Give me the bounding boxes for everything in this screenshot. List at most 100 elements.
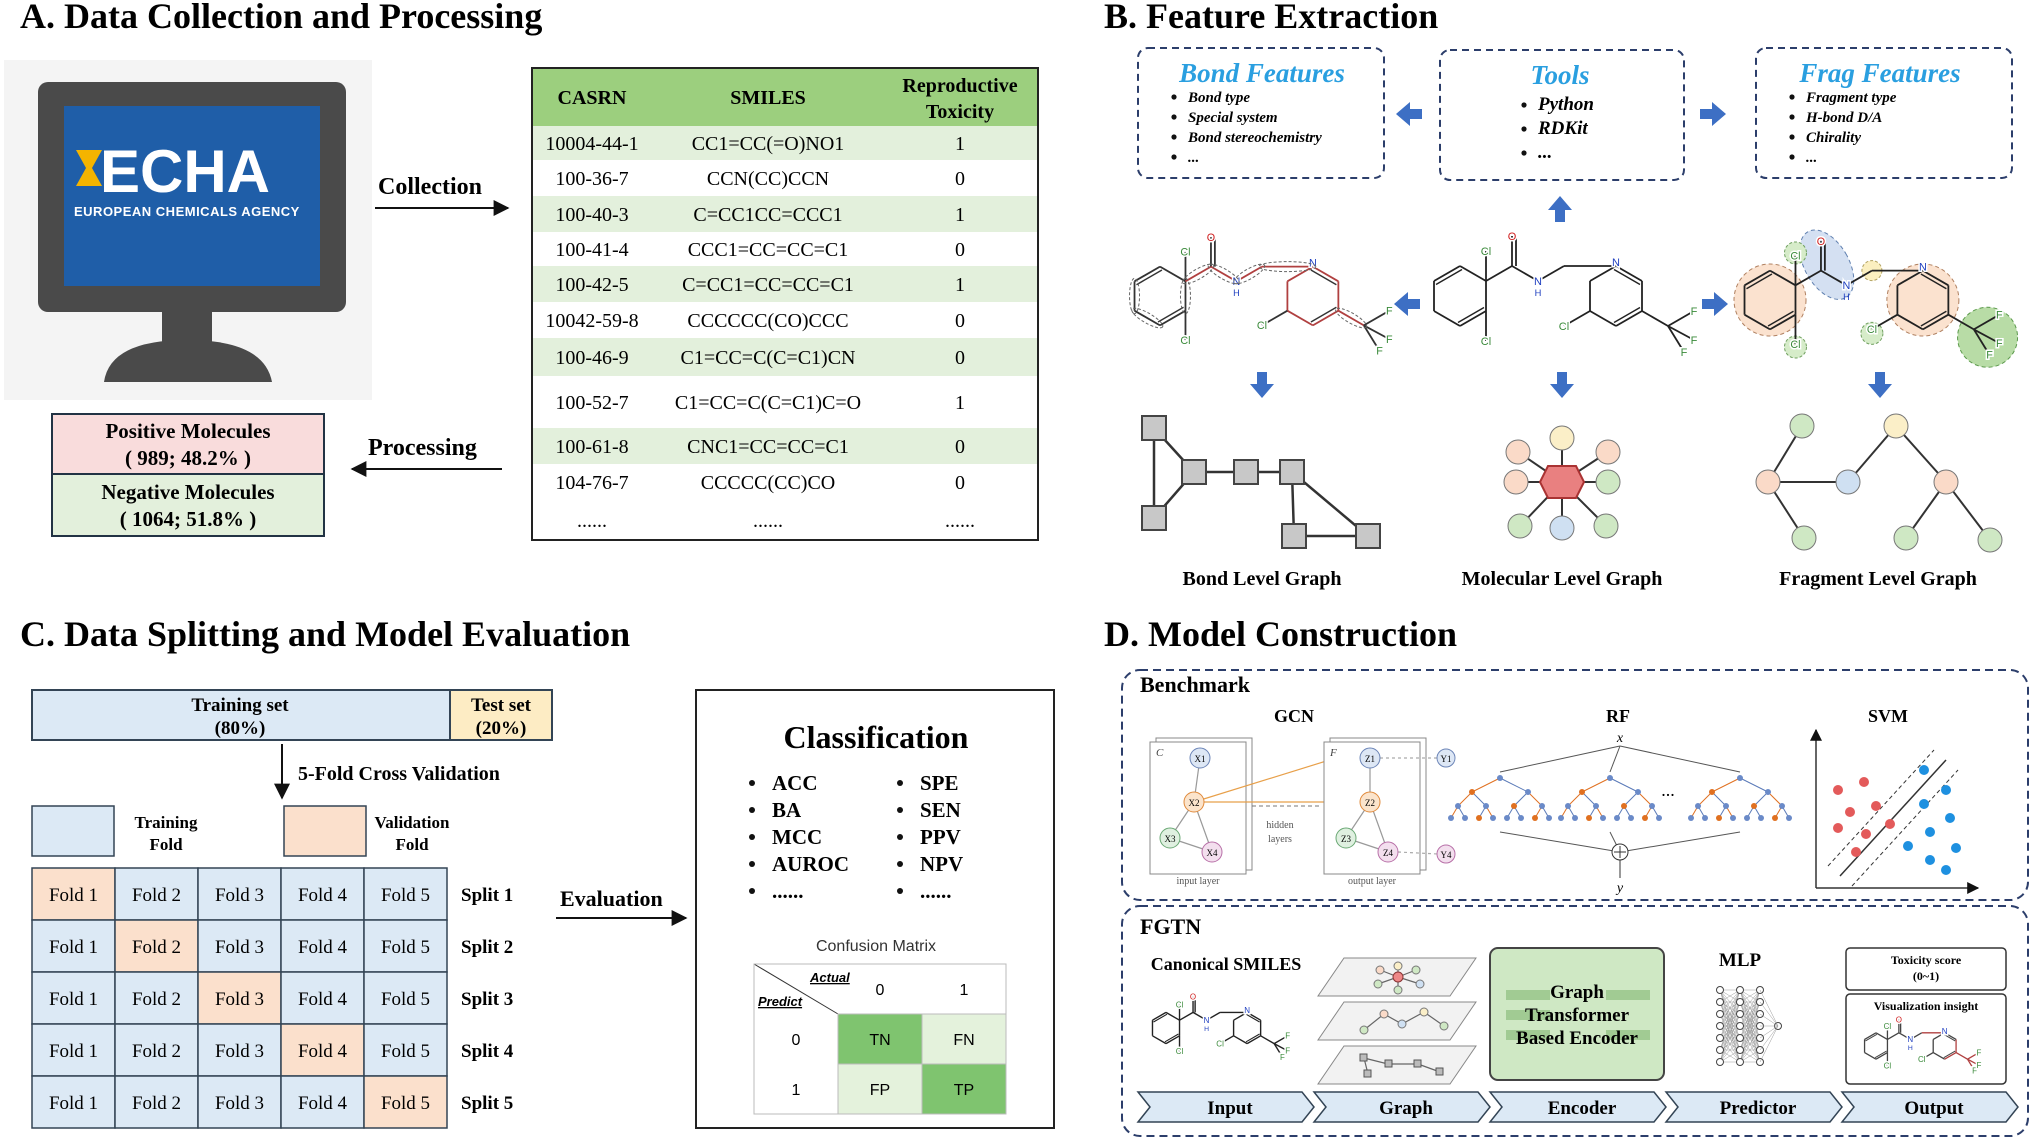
legend-validation-2: Fold [395, 835, 429, 854]
training-set-label: Training set [191, 695, 289, 716]
fold-cell: Fold 5 [381, 1093, 430, 1114]
svg-text:O: O [1817, 236, 1825, 248]
mol-graph-label: Molecular Level Graph [1462, 568, 1663, 590]
cell-toxicity: 0 [955, 436, 965, 458]
cell-toxicity: 0 [955, 310, 965, 332]
svg-text:F: F [1977, 1061, 1982, 1070]
metric-item: ...... [920, 879, 952, 903]
positive-box [51, 413, 325, 475]
metric-item: ...... [772, 879, 804, 903]
fold-cell: Fold 5 [381, 937, 430, 958]
cell-toxicity: 1 [955, 274, 965, 296]
split-label: Split 2 [461, 937, 513, 958]
toxicity-score-box [1845, 947, 2007, 991]
svg-text:N: N [1233, 276, 1241, 288]
panel-b: B. Feature Extraction Bond Features Bond… [1104, 0, 2019, 590]
split-label: Split 3 [461, 989, 513, 1010]
arrow-left-icon [1396, 102, 1422, 126]
feature-item: RDKit [1521, 118, 1588, 139]
rf-y: y [1615, 881, 1624, 896]
pipeline-step: Predictor [1664, 1091, 1843, 1123]
cell-smiles: CNC1=CC=CC=C1 [687, 436, 849, 458]
bond-graph-label: Bond Level Graph [1183, 568, 1342, 590]
cell-smiles: C1=CC=C(C=C1)C=O [675, 392, 861, 414]
arrow-up-icon [1548, 196, 1572, 222]
tools-title: Tools [1530, 60, 1589, 90]
feature-item: Python [1521, 94, 1594, 115]
feature-item: Fragment type [1789, 90, 1897, 106]
pipeline-label: Graph [1379, 1098, 1433, 1119]
svg-text:N: N [1309, 257, 1317, 269]
gcn-hidden-2: layers [1268, 834, 1292, 845]
svg-text:H-bond D/A: H-bond D/A [1805, 110, 1882, 126]
cm-predict: Predict [758, 994, 803, 1009]
metric-item: AUROC [772, 852, 849, 876]
gcn-f-label: F [1329, 747, 1337, 759]
gcn-x2: X2 [1189, 798, 1200, 808]
fold-cell: Fold 1 [49, 937, 98, 958]
panel-d-title: D. Model Construction [1104, 614, 1457, 654]
cm-col-label: 0 [876, 982, 885, 999]
encoder-line2: Transformer [1525, 1005, 1630, 1026]
svg-text:N: N [1612, 257, 1620, 269]
svg-text:H: H [1843, 292, 1850, 302]
feature-item: ... [1521, 142, 1552, 163]
cell-toxicity: ...... [945, 510, 975, 532]
svg-text:O: O [1508, 231, 1517, 243]
rf-diagram: x...y [1448, 731, 1792, 896]
rf-x: x [1616, 731, 1624, 746]
svg-text:H: H [1233, 288, 1240, 298]
svg-text:H: H [1204, 1026, 1209, 1033]
arrow-down-icon [1550, 372, 1574, 398]
cell-toxicity: 0 [955, 347, 965, 369]
arrow-down-icon [1868, 372, 1892, 398]
cell-casrn: 10004-44-1 [545, 133, 638, 155]
canonical-label: Canonical SMILES [1151, 954, 1302, 974]
cell-casrn: 104-76-7 [555, 472, 628, 494]
svg-text:F: F [1681, 347, 1688, 359]
bond-features-title: Bond Features [1178, 58, 1345, 88]
fold-cell: Fold 2 [132, 1093, 181, 1114]
svg-text:N: N [1907, 1035, 1913, 1044]
split-label: Split 4 [461, 1041, 514, 1062]
graph-planes [1317, 957, 1477, 1085]
fold-cell: Fold 1 [49, 885, 98, 906]
legend-training-2: Fold [149, 835, 183, 854]
feature-item: ... [1789, 150, 1817, 166]
pipeline-step: Encoder [1488, 1091, 1667, 1123]
negative-box [51, 473, 325, 537]
evaluation-label: Evaluation [560, 886, 663, 911]
cell-toxicity: 1 [955, 133, 965, 155]
tools-list: PythonRDKit... [1521, 94, 1594, 163]
panel-d: D. Model Construction Benchmark GCN C X [1104, 614, 2029, 1137]
svg-text:F: F [1386, 334, 1393, 346]
arrow-right-icon [1700, 102, 1726, 126]
bond-level-graph [1141, 415, 1381, 549]
cell-toxicity: 0 [955, 239, 965, 261]
arrow-left-icon [1394, 292, 1420, 316]
panel-a: A. Data Collection and Processing ECHA E… [4, 0, 1039, 541]
table-header-smiles: SMILES [730, 87, 806, 109]
cm-cell: TN [869, 1032, 890, 1049]
training-set-bar [31, 689, 451, 741]
svg-text:Cl: Cl [1867, 324, 1877, 336]
positive-line2: ( 989; 48.2% ) [125, 446, 251, 470]
pipeline-step: Input [1136, 1091, 1315, 1123]
fold-cell: Fold 2 [132, 937, 181, 958]
encoder-line1: Graph [1550, 982, 1604, 1003]
cell-casrn: 100-36-7 [555, 168, 628, 190]
svg-text:F: F [1996, 338, 2003, 350]
test-set-bar [449, 689, 553, 741]
toxicity-score-1: Toxicity score [1891, 953, 1962, 967]
fold-cell: Fold 3 [215, 1041, 264, 1062]
feature-item: Bond stereochemistry [1171, 130, 1322, 146]
svg-text:Cl: Cl [1481, 336, 1491, 348]
